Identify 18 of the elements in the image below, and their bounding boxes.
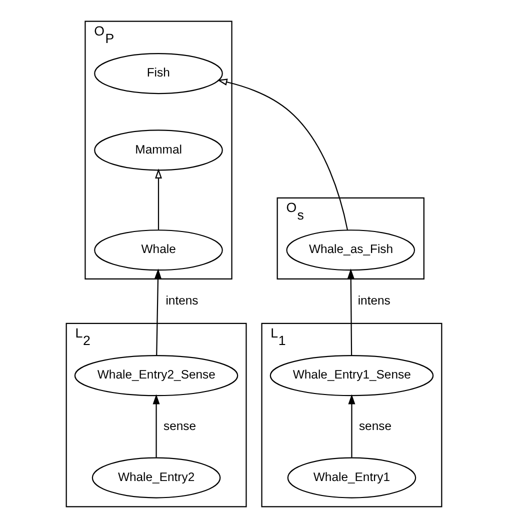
arrow [348, 394, 356, 458]
node-ellipse: Whale_Entry2 [92, 457, 221, 498]
arrow [347, 268, 354, 356]
edge-label: intens [358, 293, 390, 308]
node-ellipse: Fish [94, 53, 223, 94]
node-ellipse: Mammal [94, 130, 223, 171]
arrow [154, 268, 162, 356]
arrow [217, 78, 348, 230]
arrow [155, 168, 162, 230]
edge-label: intens [166, 293, 198, 308]
node-ellipse: Whale_as_Fish [286, 230, 416, 271]
arrow [152, 394, 160, 458]
node-ellipse: Whale_Entry2_Sense [74, 355, 238, 396]
node-ellipse: Whale_Entry1 [287, 457, 416, 498]
node-ellipse: Whale [94, 230, 223, 271]
edge-label: sense [358, 418, 392, 433]
edge-label: sense [163, 418, 196, 433]
node-ellipse: Whale_Entry1_Sense [270, 355, 434, 396]
